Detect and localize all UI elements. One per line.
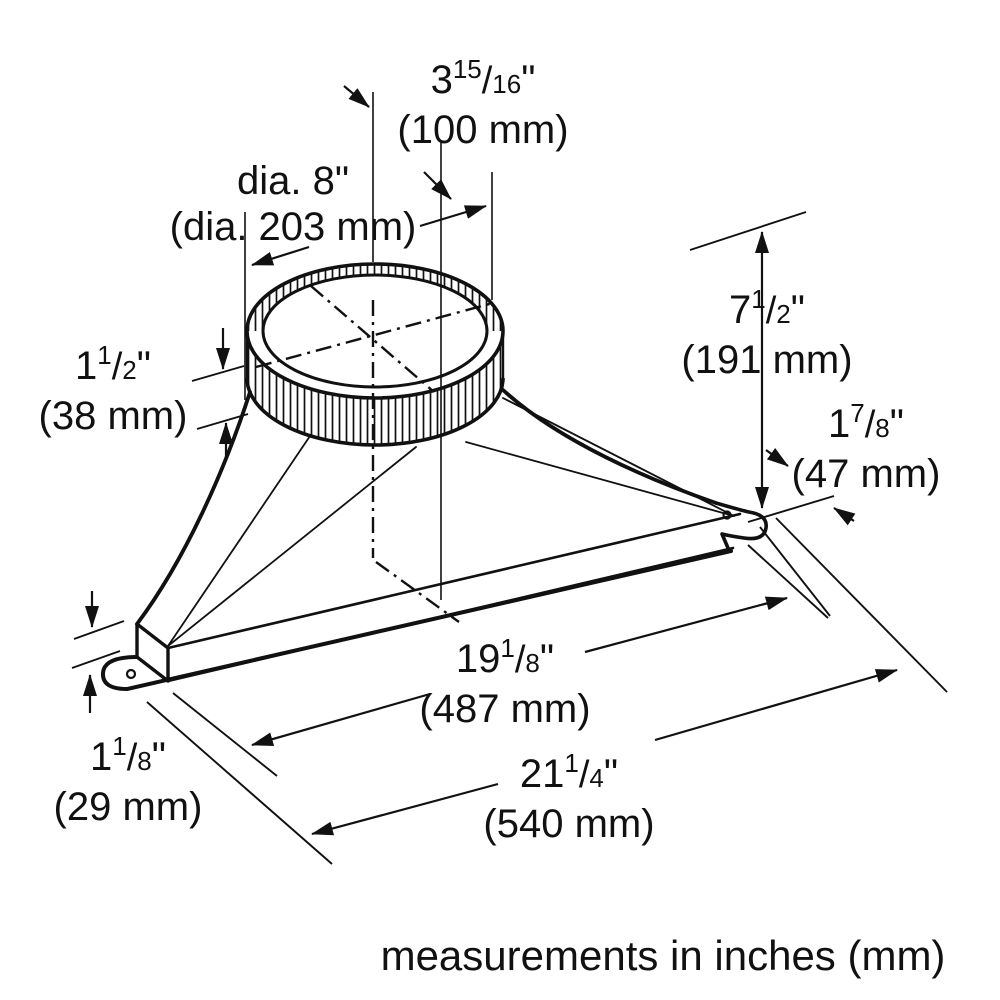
dimension-metric: (dia. 203 mm) [169,205,417,249]
tick-base-bottom [71,650,121,669]
leader-rear-height-a [765,447,789,467]
extension-lines [71,92,948,865]
funnel-right-edge [501,388,718,505]
dim-overall-width-right [654,668,898,742]
leader-duct-offset-left [343,85,370,108]
base-top-back-edge [166,512,742,650]
left-foot-hole [125,668,137,680]
dimension-duct-offset: 315/16" (100 mm) [397,46,568,153]
dimension-metric: (47 mm) [791,452,941,496]
dimension-imperial: 11/2" [75,340,151,388]
dimension-metric: (38 mm) [38,394,188,438]
dimension-imperial: dia. 8" [236,159,350,203]
dim-inner-width-left [251,692,431,747]
base-bottom-edge-and-left-foot [100,549,733,691]
dimension-arrows [83,85,898,836]
duct-collar [245,262,505,447]
dimension-front-height: 11/8" (29 mm) [54,723,203,830]
tick-collar-top [191,365,245,382]
collar-inner-rim [261,273,489,389]
dimension-metric: (487 mm) [419,687,591,731]
centerline-diagonal-2 [255,301,494,369]
dimension-total-height: 71/2" (191 mm) [681,276,852,383]
collar-hatching [247,264,503,445]
dimension-imperial: 17/8" [828,398,904,446]
units-caption: measurements in inches (mm) [380,932,946,979]
dimension-collar-height: 11/2" (38 mm) [39,332,188,439]
dimension-imperial: 71/2" [729,284,805,332]
tick-base-top [73,620,125,640]
dimension-overall-width: 211/4" (540 mm) [483,740,654,847]
centerline-diagonal-1 [310,285,435,393]
dimension-imperial: 211/4" [519,748,619,796]
ext-left-overall [146,701,333,865]
right-foot-hole [722,510,732,520]
dimension-metric: (100 mm) [397,108,569,152]
fold-lines [167,397,735,647]
tick-collar-bottom [196,413,249,430]
centerline-to-base [375,561,460,623]
dimension-imperial: 191/8" [455,633,555,681]
funnel-left-edge [135,390,252,626]
dimension-imperial: 315/16" [430,54,536,102]
dim-overall-width-left [311,782,499,836]
leader-duct-offset-horiz [419,204,487,228]
dimension-duct-diameter: dia. 8" (dia. 203 mm) [170,158,417,250]
dimension-metric: (29 mm) [53,785,203,829]
collar-front-band-bottom [245,377,505,447]
centerlines [255,285,494,623]
leader-duct-offset-diag [423,171,452,200]
ext-base-top-right [747,495,835,523]
dimension-metric: (540 mm) [483,802,655,846]
dimension-rear-height: 17/8" (47 mm) [792,390,941,497]
collar-outer-rim [245,262,505,400]
dimension-inner-width: 191/8" (487 mm) [419,625,590,732]
ext-right-b1 [759,526,831,617]
ext-left-inner [172,692,278,777]
dimension-metric: (191 mm) [681,338,853,382]
right-foot-tab [714,501,768,550]
ext-right-b2 [747,544,829,619]
dimension-imperial: 11/8" [90,731,166,779]
leader-diameter [251,245,310,267]
ext-top-plane [689,211,807,251]
base-left-end-face [135,622,170,683]
leader-rear-height-b [833,507,856,526]
transition-body [100,388,768,691]
dim-inner-width-right [584,596,788,654]
ext-right-overall [775,517,948,693]
